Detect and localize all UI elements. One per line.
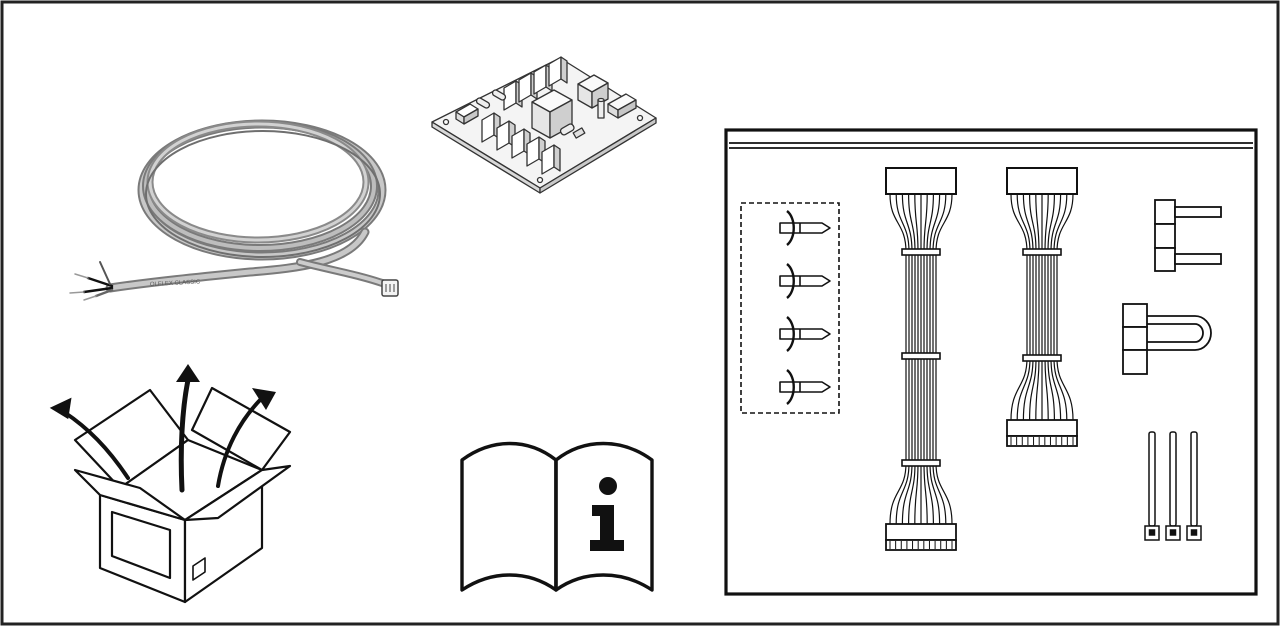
cable-print-text: OLFLEX CLASSIC bbox=[150, 279, 201, 288]
push-rivet-icon bbox=[779, 263, 831, 299]
push-rivet-group bbox=[779, 210, 831, 405]
straight-jumper-icon bbox=[1154, 199, 1222, 272]
cable-tie-icon bbox=[1186, 431, 1202, 541]
cable-tie-group bbox=[1144, 431, 1202, 541]
push-rivet-icon bbox=[779, 210, 831, 246]
short-wire-harness-icon bbox=[1006, 167, 1078, 447]
push-rivet-icon bbox=[779, 369, 831, 405]
manual-info-icon bbox=[460, 441, 654, 592]
open-box-unpacking-icon bbox=[49, 364, 292, 604]
u-jumper-icon bbox=[1122, 303, 1212, 375]
circuit-board-icon bbox=[431, 56, 657, 194]
cable-tie-icon bbox=[1144, 431, 1160, 541]
cable-coil-icon: OLFLEX CLASSIC bbox=[69, 119, 399, 301]
cable-tie-icon bbox=[1165, 431, 1181, 541]
push-rivet-icon bbox=[779, 316, 831, 352]
long-wire-harness-icon bbox=[885, 167, 957, 551]
